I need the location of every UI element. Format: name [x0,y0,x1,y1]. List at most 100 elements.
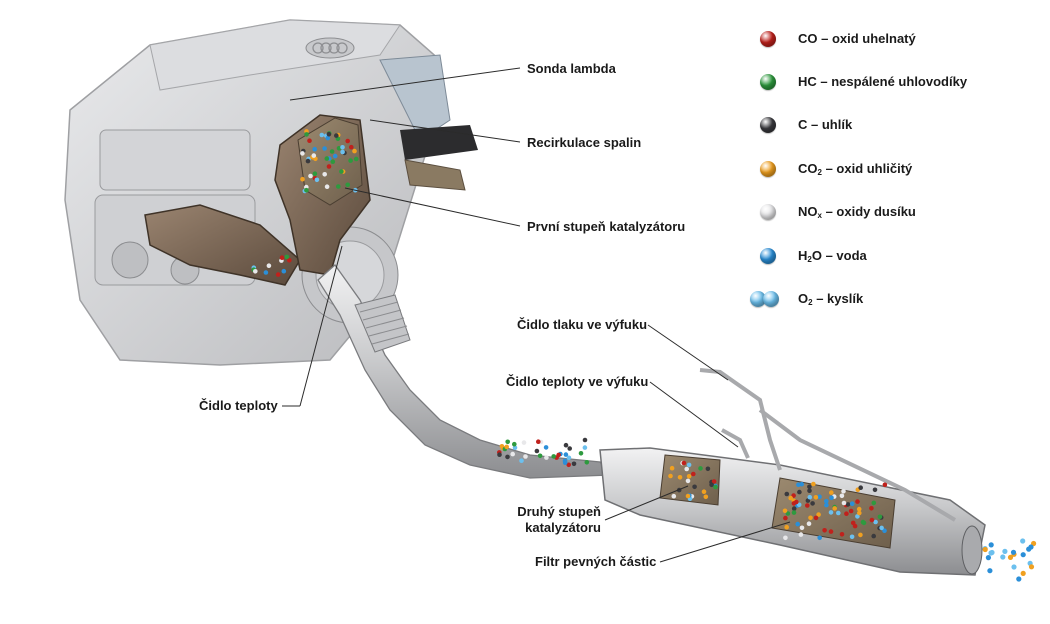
exhaust-molecule-dot [1002,548,1008,555]
molecule-dot [510,451,515,457]
label-particulate-filter: Filtr pevných částic [535,554,657,569]
molecule-dot [336,146,342,151]
gas-molecules [251,129,1037,582]
label-second-stage-line1: Druhý stupeň [517,504,601,519]
molecule-dot [685,478,691,484]
molecule-dot [788,495,793,501]
molecule-dot [813,515,819,521]
legend-item-hc: HC – nespálené uhlovodíky [760,70,967,94]
molecule-dot [828,510,834,515]
sensor-tubes [699,368,957,522]
molecule-dot [681,460,687,466]
molecule-dot [305,158,311,164]
molecule-dot [796,482,801,488]
legend-subscript: x [817,211,822,220]
molecule-dot [536,439,541,445]
molecule-dot [798,532,804,537]
label-exhaust-pressure-sensor: Čidlo tlaku ve výfuku [517,317,648,332]
molecule-dot [872,487,878,493]
legend-item-co2: CO2 – oxid uhličitý [760,157,912,181]
molecule-dot [253,269,258,274]
legend-formula: C [798,117,808,132]
molecule-dot [824,498,829,504]
molecule-dot [849,501,855,507]
molecule-dot [879,525,884,531]
molecule-dot [692,484,697,490]
molecule-dot [326,131,332,137]
black-ball-icon [760,117,776,133]
molecule-dot [882,482,888,488]
molecule-dot [340,149,345,155]
molecule-dot [703,494,709,500]
molecule-dot [352,148,357,154]
legend-subscript: 2 [808,298,813,307]
molecule-dot [791,510,797,515]
molecule-dot [794,499,799,505]
molecule-dot [857,510,862,516]
molecule-dot [505,454,510,460]
molecule-dot [855,514,860,519]
molecule-dot [300,151,305,156]
legend-formula: NO [798,204,818,219]
legend-description: – oxid uhelnatý [817,31,916,46]
molecule-dot [808,515,813,521]
molecule-dot [882,528,887,533]
molecule-dot [841,489,846,494]
molecule-dot [709,482,714,488]
molecule-dot [807,494,813,500]
molecule-dot [348,158,353,163]
molecule-dot [785,511,791,516]
molecule-dot [807,484,812,490]
molecule-dot [805,503,810,508]
molecule-dot [512,445,518,451]
molecule-dot [523,454,528,459]
molecule-dot [312,171,318,176]
molecule-dot [304,132,309,137]
legend-formula: H [798,248,808,263]
molecule-dot [845,502,851,507]
molecule-dot [873,519,878,525]
molecule-dot [353,156,359,162]
molecule-dot [799,525,805,531]
legend-formula: O [798,291,809,306]
exhaust-molecule-dot [989,549,995,556]
molecule-dot [806,521,812,526]
molecule-dot [332,153,338,159]
molecule-dot [701,489,707,495]
legend-subscript: 2 [807,255,812,264]
molecule-dot [822,528,827,533]
molecule-dot [871,533,876,539]
molecule-dot [537,453,543,459]
molecule-dot [345,138,351,144]
molecule-dot [308,173,313,179]
exhaust-molecule-dot [982,546,988,553]
exhaust-molecule-dot [1028,544,1034,550]
exhaust-molecule-dot [1020,570,1026,577]
molecule-dot [326,164,332,169]
engine-block [64,19,478,366]
molecule-dot [584,460,590,465]
legend-item-nox: NOx – oxidy dusíku [760,200,916,224]
molecule-dot [314,177,320,183]
molecule-dot [869,517,875,523]
molecule-dot [512,441,517,447]
molecule-dot [284,254,290,260]
molecule-dot [810,501,815,506]
molecule-dot [279,255,285,260]
molecule-dot [312,146,318,152]
molecule-dot [322,172,328,177]
molecule-dot [684,466,689,472]
molecule-dot [345,182,351,188]
molecule-dot [349,144,354,150]
molecule-dot [784,491,790,497]
exhaust-molecule-dot [985,555,992,561]
exhaust-molecule-dot [1010,549,1017,555]
molecule-dot [817,535,822,541]
molecule-dot [497,452,502,458]
white-ball-icon [760,204,776,220]
exhaust-molecule-dot [1000,554,1006,560]
molecule-dot [832,506,837,511]
molecule-dot [668,473,673,479]
molecule-dot [691,471,696,477]
